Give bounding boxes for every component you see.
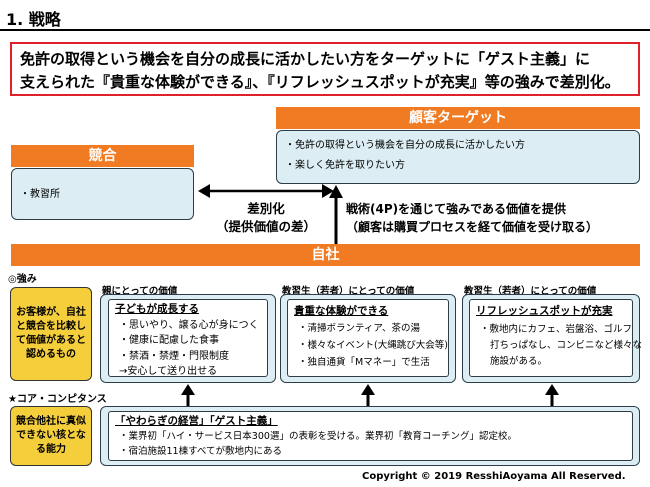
core-competence-item: ・業界初「ハイ・サービス日本300選」の表彰を受ける。業界初「教育コーチング」認…	[119, 431, 517, 442]
differentiation-subtitle: （提供価値の差）	[215, 219, 316, 234]
value-students-2-item: ・敷地内にカフェ、岩盤浴、ゴルフ	[480, 324, 633, 335]
value-students-2-item: 打ちっぱなし、コンビニなど様々な	[490, 340, 643, 351]
up-arrow-icon	[181, 384, 195, 406]
core-competence-title: 「やわらぎの経営」「ゲスト主義」	[115, 415, 278, 427]
company-header: 自社	[11, 244, 640, 266]
value-students-2-item: 施設がある。	[490, 356, 548, 367]
summary-line-2: 支えられた『貴重な体験ができる』、『リフレッシュスポットが充実』等の強みで差別化…	[20, 73, 620, 91]
strengths-label: ◎強み	[8, 274, 37, 285]
up-arrow-icon	[545, 384, 559, 406]
core-competence-detail-box: 「やわらぎの経営」「ゲスト主義」 ・業界初「ハイ・サービス日本300選」の表彰を…	[100, 406, 640, 466]
core-competence-inner: 「やわらぎの経営」「ゲスト主義」 ・業界初「ハイ・サービス日本300選」の表彰を…	[108, 411, 633, 461]
strengths-box: お客様が、自社と競合を比較して価値があると認めるもの	[10, 287, 92, 381]
title-divider	[0, 29, 650, 31]
customer-target-item: ・免許の取得という機会を自分の成長に活かしたい方	[285, 140, 525, 151]
value-students-1-inner: 貴重な体験ができる ・清掃ボランティア、茶の湯 ・様々なイベント(大縄跳び大会等…	[287, 299, 449, 377]
value-students-1-item: ・清掃ボランティア、茶の湯	[298, 323, 420, 334]
value-students-2-label: 教習生（若者）にとっての価値	[464, 286, 597, 297]
value-delivery-title: 戦術(4P)を通じて強みである価値を提供	[346, 202, 566, 216]
customer-target-header: 顧客ターゲット	[276, 107, 640, 129]
copyright-text: Copyright © 2019 ResshiAoyama All Reserv…	[362, 471, 626, 482]
summary-line-1: 免許の取得という機会を自分の成長に活かしたい方をターゲットに「ゲスト主義」に	[20, 50, 591, 68]
value-students-2-inner: リフレッシュスポットが充実 ・敷地内にカフェ、岩盤浴、ゴルフ 打ちっぱなし、コン…	[469, 299, 643, 377]
page-title: 1. 戦略	[6, 10, 61, 29]
value-parents-box: 子どもが成長する ・思いやり、譲る心が身につく ・健康に配慮した食事 ・禁酒・禁…	[100, 294, 276, 383]
competition-box: ・教習所	[11, 168, 194, 220]
value-students-1-item: ・独自通貨「Mマネー」で生活	[298, 357, 430, 368]
value-students-1-label: 教習生（若者）にとっての価値	[282, 286, 415, 297]
value-students-1-item: ・様々なイベント(大縄跳び大会等)	[298, 340, 448, 351]
value-parents-inner: 子どもが成長する ・思いやり、譲る心が身につく ・健康に配慮した食事 ・禁酒・禁…	[108, 299, 268, 377]
value-students-1-box: 貴重な体験ができる ・清掃ボランティア、茶の湯 ・様々なイベント(大縄跳び大会等…	[280, 294, 456, 383]
value-parents-title: 子どもが成長する	[115, 303, 199, 315]
value-parents-item: ・禁酒・禁煙・門限制度	[119, 350, 229, 362]
differentiation-arrow	[198, 184, 334, 198]
up-arrow-icon	[361, 384, 375, 406]
value-students-2-box: リフレッシュスポットが充実 ・敷地内にカフェ、岩盤浴、ゴルフ 打ちっぱなし、コン…	[462, 294, 643, 383]
value-parents-label: 親にとっての価値	[102, 286, 178, 297]
value-delivery-label: 戦術(4P)を通じて強みである価値を提供 （顧客は購買プロセスを経て価値を受け取…	[346, 200, 640, 236]
competition-header: 競合	[11, 145, 194, 167]
value-students-2-title: リフレッシュスポットが充実	[476, 305, 613, 317]
customer-target-item: ・楽しく免許を取りたい方	[285, 160, 405, 171]
value-parents-item: →安心して送り出せる	[119, 366, 218, 377]
core-competence-item: ・宿泊施設11棟すべてが敷地内にある	[119, 446, 283, 457]
customer-target-box: ・免許の取得という機会を自分の成長に活かしたい方 ・楽しく免許を取りたい方	[276, 130, 640, 184]
core-competence-label: ★コア・コンピタンス	[8, 394, 107, 405]
value-parents-item: ・健康に配慮した食事	[119, 335, 219, 346]
differentiation-title: 差別化	[247, 201, 285, 216]
differentiation-label: 差別化 （提供価値の差）	[196, 200, 336, 236]
value-delivery-subtitle: （顧客は購買プロセスを経て価値を受け取る）	[346, 220, 599, 234]
competition-item: ・教習所	[20, 189, 60, 200]
value-delivery-arrow	[329, 185, 343, 244]
value-parents-item: ・思いやり、譲る心が身につく	[119, 319, 259, 331]
value-students-1-title: 貴重な体験ができる	[294, 305, 389, 317]
strategy-summary-box: 免許の取得という機会を自分の成長に活かしたい方をターゲットに「ゲスト主義」に 支…	[10, 42, 640, 96]
core-competence-box: 競合他社に真似できない核となる能力	[10, 406, 92, 466]
